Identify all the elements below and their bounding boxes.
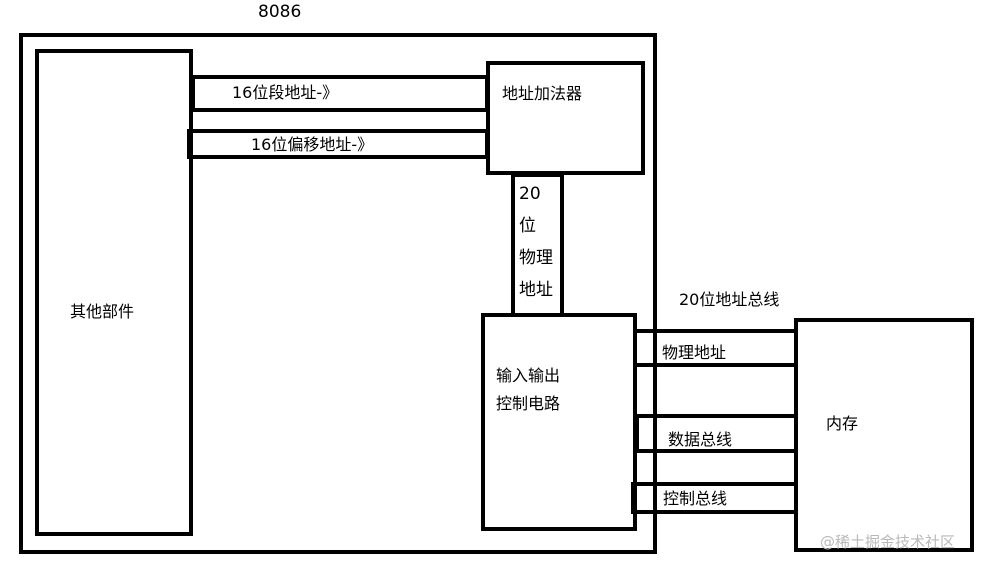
other-parts-box bbox=[35, 49, 193, 536]
control-bus-label: 控制总线 bbox=[663, 489, 728, 508]
address-bus-label: 20位地址总线 bbox=[679, 290, 780, 309]
data-bus-label: 数据总线 bbox=[668, 430, 733, 449]
offset-address-channel bbox=[187, 129, 489, 159]
cpu-8086-box bbox=[19, 33, 657, 554]
io-control-box bbox=[481, 313, 637, 531]
other-parts-label: 其他部件 bbox=[70, 302, 135, 321]
physical-address-vertical-label: 20 位 物理 地址 bbox=[519, 178, 563, 306]
vertical-label-line-3: 物理 bbox=[519, 248, 553, 268]
io-control-label: 输入输出 控制电路 bbox=[496, 362, 560, 418]
io-control-line-1: 输入输出 bbox=[496, 366, 561, 385]
watermark: @稀土掘金技术社区 bbox=[820, 533, 956, 551]
address-adder-box bbox=[486, 61, 645, 175]
cpu-label: 8086 bbox=[258, 2, 302, 22]
physical-address-bus-label: 物理地址 bbox=[662, 343, 727, 362]
segment-address-label: 16位段地址-》 bbox=[232, 83, 339, 102]
vertical-label-line-1: 20 bbox=[519, 184, 541, 204]
vertical-label-line-4: 地址 bbox=[519, 280, 553, 300]
offset-address-label: 16位偏移地址-》 bbox=[251, 135, 374, 154]
memory-label: 内存 bbox=[826, 414, 859, 433]
address-adder-label: 地址加法器 bbox=[502, 84, 583, 103]
memory-box bbox=[794, 318, 974, 552]
segment-address-channel bbox=[191, 75, 489, 112]
io-control-line-2: 控制电路 bbox=[496, 394, 561, 413]
vertical-label-line-2: 位 bbox=[519, 216, 536, 236]
